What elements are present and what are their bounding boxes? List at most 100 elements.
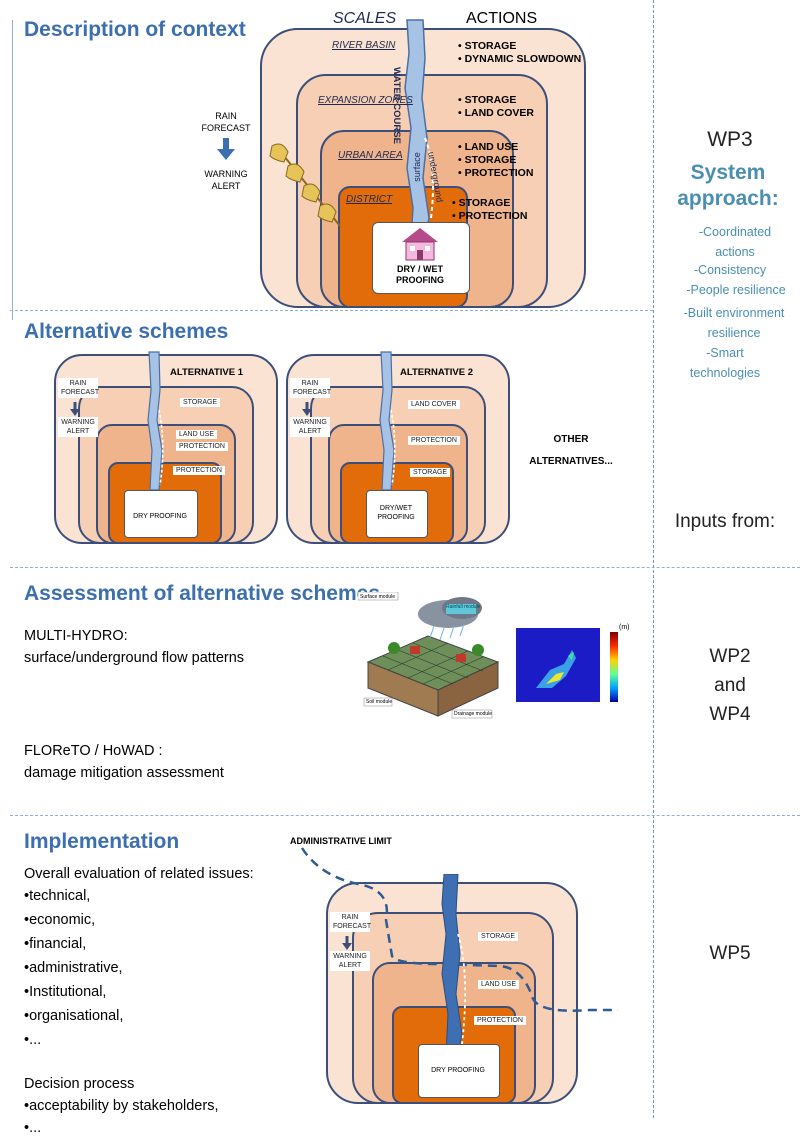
wp4-label: WP4 [709,704,751,725]
alt2-river [379,351,396,490]
decision-process-title: Decision process [24,1076,135,1092]
scale-district: DISTRICT [346,194,393,205]
floreto-desc: damage mitigation assessment [24,765,224,781]
impl-down-arrow-icon [342,936,352,950]
action-urban-3: • PROTECTION [458,167,534,179]
action-expansion-1: • STORAGE [458,94,517,106]
alt2-rain-forecast: RAIN FORECAST [290,378,331,398]
and-label: and [714,675,746,696]
impl-house-label: DRY PROOFING [431,1067,485,1074]
module-surface: Surface module [360,594,396,600]
issue-institutional: •Institutional, [24,984,107,1000]
colorbar [610,632,618,702]
module-rainfall: Rainfall module [446,604,481,610]
alt1-house [124,490,198,538]
action-urban-1: • LAND USE [458,141,519,153]
decision-more: •... [24,1120,42,1136]
alt1-river [147,351,164,490]
alt2-house [366,490,428,538]
scale-river-basin: RIVER BASIN [332,40,396,51]
administrative-limit-line [300,847,618,1012]
flood-depth-map [516,628,600,702]
alt1-rain-forecast: RAIN FORECAST [58,378,99,398]
assessment-title: Assessment of alternative schemes [24,582,381,605]
impl-rain-forecast: RAIN FORECAST [330,912,371,932]
alt2-tag-land-cover: LAND COVER [408,400,460,409]
decision-acceptability: •acceptability by stakeholders, [24,1098,219,1114]
impl-tag-land-use: LAND USE [478,980,520,989]
alt2-down-arrow-icon [302,402,312,416]
approach-coordinated-actions: -Coordinated actions [698,225,772,259]
multihydro-desc: surface/underground flow patterns [24,650,245,666]
alt1-title: ALTERNATIVE 1 [170,367,244,378]
alternatives-title: Alternative schemes [24,320,229,343]
section-divider-2 [10,567,800,568]
column-divider [653,0,654,1118]
alarm-bell-icon [269,143,341,227]
approach-smart-technologies: -Smart technologies [689,346,761,380]
approach-consistency: -Consistency [693,263,767,277]
issue-administrative: •administrative, [24,960,123,976]
issue-more: •... [24,1032,42,1048]
context-title: Description of context [24,18,246,41]
overall-evaluation-title: Overall evaluation of related issues: [24,866,254,882]
wp5-label: WP5 [709,943,751,964]
admin-limit-label: ADMINISTRATIVE LIMIT [290,836,392,846]
flood-depth-pattern [536,650,576,688]
scales-header: SCALES [333,10,397,27]
system-approach-label: System approach: [677,161,779,210]
water-course-river [404,19,434,238]
alt1-tag-protection-1: PROTECTION [176,442,228,451]
alt2-warning-alert: WARNING ALERT [290,417,330,437]
scale-expansion-zones: EXPANSION ZONES [318,95,413,106]
approach-people-resilience: -People resilience [686,283,786,297]
colorbar-unit: (m) [619,624,630,631]
impl-tag-storage: STORAGE [478,932,519,941]
issue-organisational: •organisational, [24,1008,124,1024]
dry-wet-proofing-label: DRY / WET PROOFING [395,264,444,285]
alt2-tag-storage: STORAGE [410,468,451,477]
issue-technical: •technical, [24,888,91,904]
action-river-basin-1: • STORAGE [458,40,517,52]
impl-warning-alert: WARNING ALERT [330,951,370,971]
section-divider-3 [10,815,800,816]
inputs-from-label: Inputs from: [674,511,776,532]
wp3-label: WP3 [707,128,753,151]
alt1-down-arrow-icon [70,402,80,416]
other-alternatives: OTHER ALTERNATIVES... [529,434,613,467]
action-expansion-2: • LAND COVER [458,107,535,119]
issue-financial: •financial, [24,936,87,952]
surface-label: surface [411,152,422,182]
approach-built-environment: -Built environment resilience [683,306,785,340]
multihydro-model-illustration [358,592,500,719]
impl-tag-protection: PROTECTION [474,1016,526,1025]
impl-river [441,874,467,1054]
alt1-tag-protection-2: PROTECTION [173,466,225,475]
wp2-label: WP2 [709,646,751,667]
rain-forecast-label: RAIN FORECAST [201,111,251,133]
floreto-title: FLOReTO / HoWAD : [24,743,163,759]
warning-alert-label: WARNING ALERT [204,169,248,191]
alt2-title: ALTERNATIVE 2 [400,367,474,378]
alt1-warning-alert: WARNING ALERT [58,417,98,437]
module-drainage: Drainage module [454,711,493,717]
left-border [12,20,13,320]
alt2-house-label: DRY/WET PROOFING [377,505,415,521]
action-urban-2: • STORAGE [458,154,517,166]
action-district-2: • PROTECTION [452,210,528,222]
implementation-title: Implementation [24,830,180,853]
section-divider-1 [10,310,653,311]
alt2-tag-protection: PROTECTION [408,436,460,445]
impl-house [418,1044,500,1098]
multihydro-title: MULTI-HYDRO: [24,628,128,644]
scale-urban-area: URBAN AREA [338,150,403,161]
alt1-tag-land-use: LAND USE [176,430,218,439]
house-icon [402,228,438,261]
module-soil: Soil module [366,699,393,705]
action-district-1: • STORAGE [452,197,511,209]
actions-header: ACTIONS [466,10,538,27]
action-river-basin-2: • DYNAMIC SLOWDOWN [458,53,582,65]
alt1-tag-storage: STORAGE [180,398,221,407]
issue-economic: •economic, [24,912,96,928]
down-arrow-icon [217,138,235,160]
